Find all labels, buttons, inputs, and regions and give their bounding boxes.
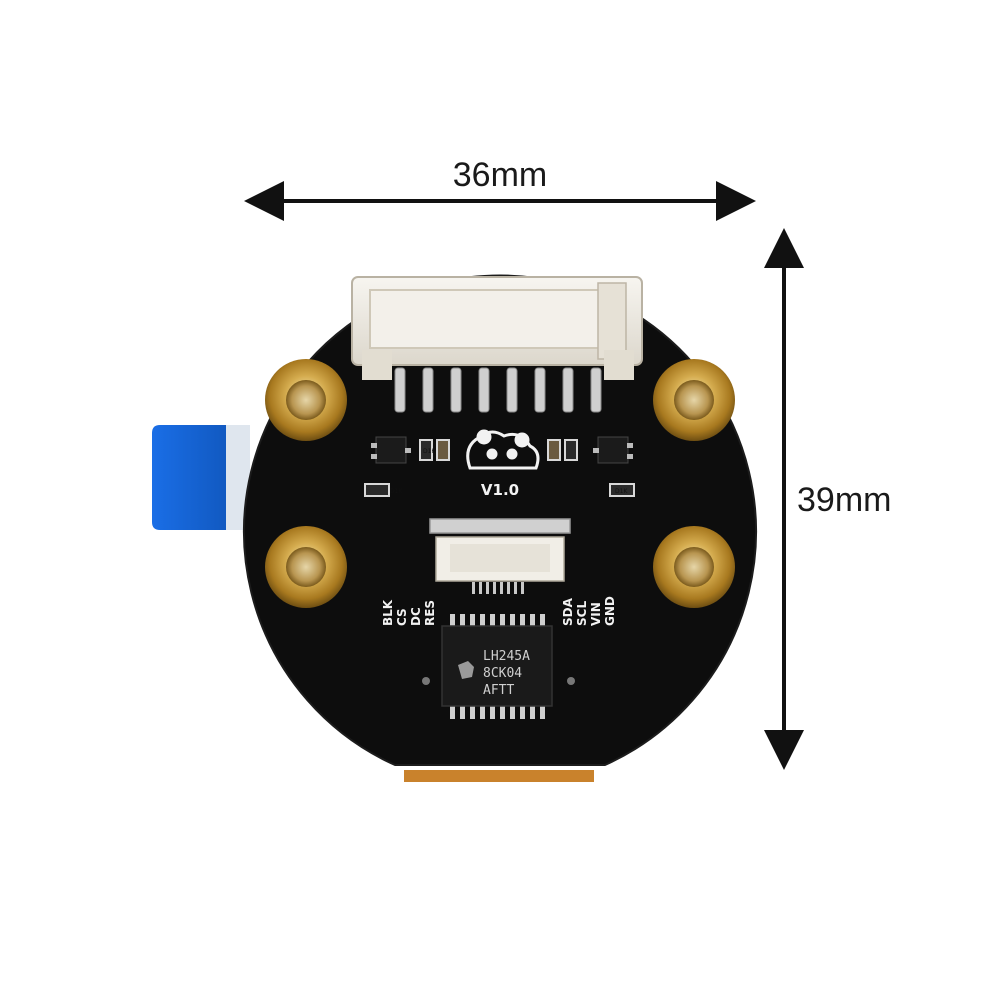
- pin-label-gnd: GND: [603, 596, 617, 626]
- pin-label-cs: CS: [395, 608, 409, 626]
- mount-hole-top-right: [653, 359, 735, 441]
- width-label: 36mm: [453, 156, 547, 194]
- pin-label-scl: SCL: [575, 601, 589, 626]
- chip-marking-line2: 8CK04: [483, 666, 522, 681]
- chip-marking-line1: LH245A: [483, 649, 530, 664]
- board-version: V1.0: [481, 481, 519, 499]
- flex-ribbon: [152, 425, 250, 530]
- fpc-connector: [429, 518, 571, 594]
- mount-hole-bottom-left: [265, 526, 347, 608]
- pin-labels-right: SDA SCL VIN GND: [561, 596, 617, 626]
- via-left: [422, 677, 430, 685]
- height-label: 39mm: [797, 481, 891, 519]
- jst-connector: [351, 276, 643, 413]
- chip-marking-line3: AFTT: [483, 683, 514, 698]
- transistor-left: [371, 436, 411, 464]
- smd-components: [364, 439, 635, 497]
- via-right: [567, 677, 575, 685]
- resistor-mark-3: D1K: [615, 488, 628, 495]
- pin-label-blk: BLK: [381, 599, 395, 626]
- height-dimension: 39mm: [764, 228, 891, 770]
- ti-logo-icon: [458, 661, 474, 679]
- resistor-mark-1: D1K: [390, 488, 403, 495]
- pin-labels-left: BLK CS DC RES: [381, 599, 437, 626]
- transistor-right: [593, 436, 633, 464]
- width-dimension: 36mm: [244, 156, 756, 221]
- pin-label-dc: DC: [409, 607, 423, 626]
- ic-chip: LH245A 8CK04 AFTT: [441, 614, 553, 719]
- chip-pins-bottom: [450, 705, 545, 719]
- mount-hole-top-left: [265, 359, 347, 441]
- connector-pins: [394, 367, 602, 413]
- flex-edge: [404, 770, 594, 782]
- resistor-mark-2: D1K: [423, 448, 436, 455]
- pin-label-res: RES: [423, 600, 437, 626]
- mount-hole-bottom-right: [653, 526, 735, 608]
- pin-label-sda: SDA: [561, 597, 575, 626]
- pin-label-vin: VIN: [589, 602, 603, 626]
- panda-logo: [466, 429, 540, 470]
- chip-pins-top: [450, 614, 545, 628]
